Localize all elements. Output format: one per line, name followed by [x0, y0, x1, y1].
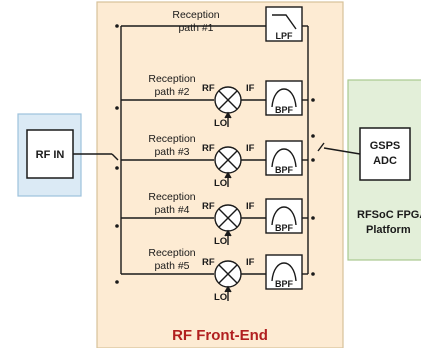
rf-in-label: RF IN — [36, 149, 65, 161]
bandpass-response-icon-4 — [271, 206, 297, 226]
rf-in-block — [26, 129, 74, 179]
bandpass-response-icon-2 — [271, 88, 297, 108]
gsps-adc-block — [359, 127, 411, 181]
lo-arrow-icon-5 — [224, 285, 232, 293]
mixer-cross-b-2 — [218, 90, 238, 110]
mixer-lo-label-4: LO — [214, 236, 227, 247]
filter-label-4: BPF — [275, 223, 294, 233]
output-contact-dot-3 — [311, 158, 315, 162]
lo-arrow-icon-4 — [224, 229, 232, 237]
mixer-rf-label-2: RF — [202, 83, 215, 94]
filter-label-1: LPF — [276, 31, 294, 41]
platform-label-line1: RFSoC FPGA — [357, 209, 421, 221]
input-contact-dot-2 — [115, 106, 119, 110]
mixer-lo-label-5: LO — [214, 292, 227, 303]
output-contact-dot-4 — [311, 216, 315, 220]
filter-label-2: BPF — [275, 105, 294, 115]
adc-label-line1: GSPS — [370, 140, 401, 152]
path-1-label-line1: Reception — [172, 9, 219, 21]
filter-block-3 — [265, 140, 303, 176]
rf-frontend-title: RF Front-End — [172, 327, 268, 344]
path-4-label-line2: path #4 — [154, 204, 189, 216]
mixer-lo-label-3: LO — [214, 178, 227, 189]
input-switch-blade — [111, 153, 119, 161]
output-contact-dot-2 — [311, 98, 315, 102]
filter-label-3: BPF — [275, 165, 294, 175]
path-2-label-line2: path #2 — [154, 86, 189, 98]
bandpass-response-icon-3 — [271, 148, 297, 168]
output-contact-dot-5 — [311, 272, 315, 276]
mixer-cross-b-4 — [218, 208, 238, 228]
output-contact-dot-1 — [311, 134, 315, 138]
filter-block-2 — [265, 80, 303, 116]
mixer-rf-label-3: RF — [202, 143, 215, 154]
mixer-cross-b-3 — [218, 150, 238, 170]
mixer-rf-label-5: RF — [202, 257, 215, 268]
platform-label-line2: Platform — [366, 224, 411, 236]
mixer-if-label-5: IF — [246, 257, 255, 268]
path-3-label-line2: path #3 — [154, 146, 189, 158]
input-contact-dot-1 — [115, 24, 119, 28]
input-contact-dot-3 — [115, 166, 119, 170]
path-2-label-line1: Reception — [148, 73, 195, 85]
output-switch-blade — [317, 142, 325, 152]
lo-arrow-icon-2 — [224, 111, 232, 119]
mixer-if-label-4: IF — [246, 201, 255, 212]
path-3-label-line1: Reception — [148, 133, 195, 145]
path-4-label-line1: Reception — [148, 191, 195, 203]
lowpass-response-icon-1 — [272, 14, 297, 30]
bandpass-response-icon-5 — [271, 262, 297, 282]
filter-block-5 — [265, 254, 303, 290]
mixer-if-label-2: IF — [246, 83, 255, 94]
mixer-lo-label-2: LO — [214, 118, 227, 129]
lo-arrow-icon-3 — [224, 171, 232, 179]
mixer-if-label-3: IF — [246, 143, 255, 154]
adc-label-line2: ADC — [373, 155, 397, 167]
input-contact-dot-4 — [115, 224, 119, 228]
path-1-label-line2: path #1 — [178, 22, 213, 34]
adc-input-wire — [323, 147, 361, 155]
filter-label-5: BPF — [275, 279, 294, 289]
mixer-cross-b-5 — [218, 264, 238, 284]
input-contact-dot-5 — [115, 280, 119, 284]
filter-block-1 — [265, 6, 303, 42]
path-5-label-line1: Reception — [148, 247, 195, 259]
filter-block-4 — [265, 198, 303, 234]
mixer-rf-label-4: RF — [202, 201, 215, 212]
path-5-label-line2: path #5 — [154, 260, 189, 272]
